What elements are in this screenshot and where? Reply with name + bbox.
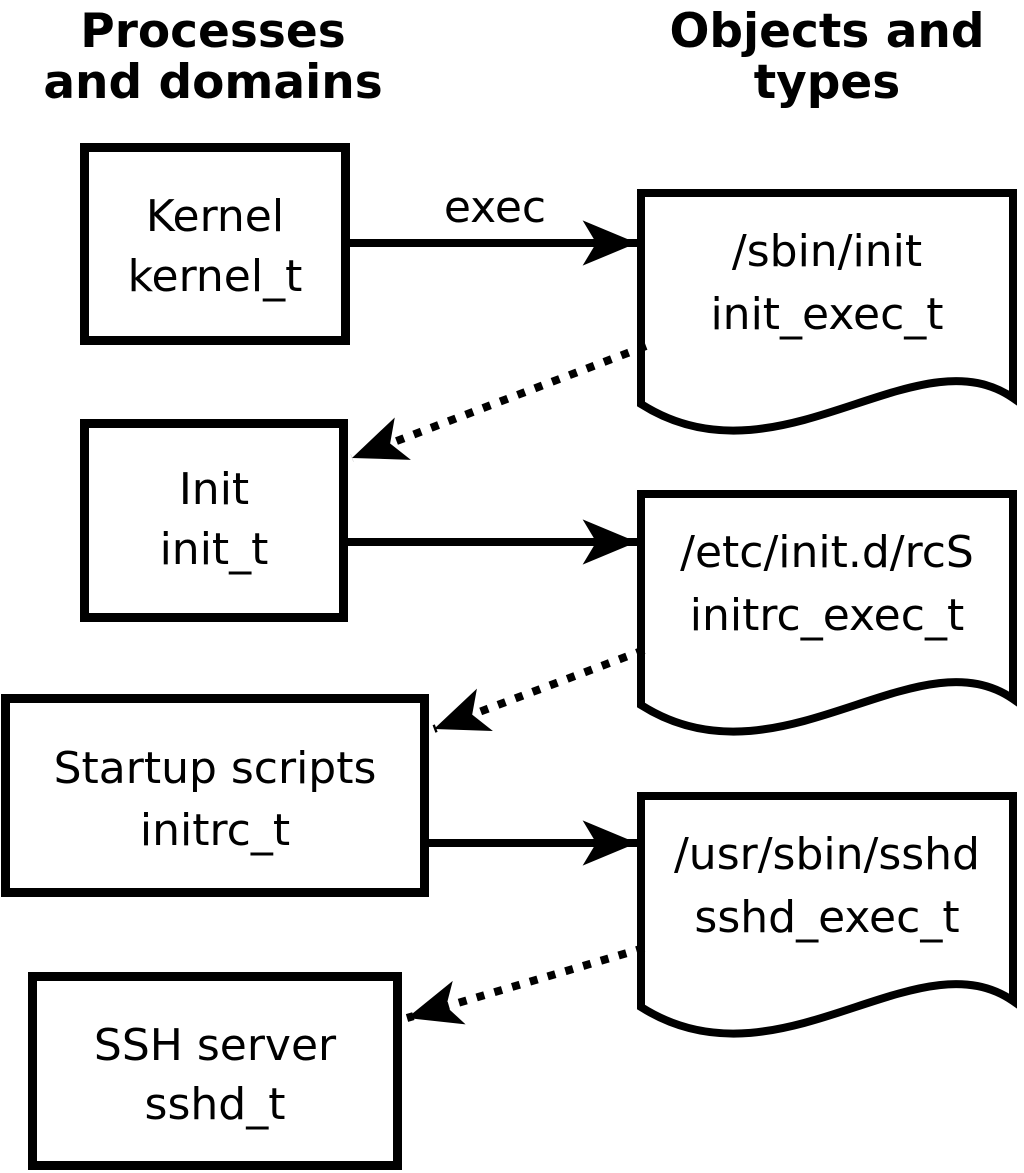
left-header-line2: and domains <box>43 55 382 110</box>
object-type: initrc_exec_t <box>690 590 964 641</box>
process-box-kernel: Kernel kernel_t <box>80 143 350 345</box>
process-label: Startup scripts <box>54 743 377 794</box>
arrow-label-exec: exec <box>444 182 546 233</box>
object-path: /etc/init.d/rcS <box>680 527 974 578</box>
object-path: /sbin/init <box>732 226 922 277</box>
document-shape <box>637 189 1017 435</box>
right-header-line1: Objects and <box>669 4 984 59</box>
left-header-line1: Processes <box>80 4 345 59</box>
process-box-shape <box>80 419 348 622</box>
object-path: /usr/sbin/sshd <box>674 829 980 880</box>
process-domain: initrc_t <box>140 805 290 856</box>
object-doc-sbin-init: /sbin/init init_exec_t <box>637 189 1017 435</box>
process-domain: kernel_t <box>128 251 303 302</box>
process-domain: sshd_t <box>145 1079 286 1130</box>
column-header-objects: Objects and types <box>669 4 984 110</box>
object-type: sshd_exec_t <box>694 892 959 943</box>
process-box-startup-scripts: Startup scripts initrc_t <box>1 694 429 897</box>
process-box-shape <box>80 143 350 345</box>
process-box-shape <box>1 694 429 897</box>
document-shape <box>637 490 1017 736</box>
arrow-transition-rcs-to-initrc <box>432 646 646 733</box>
arrow-transition-sbin-init-to-init <box>350 342 648 462</box>
dotted-arrow <box>350 342 648 462</box>
object-doc-usr-sbin-sshd: /usr/sbin/sshd sshd_exec_t <box>637 792 1017 1038</box>
process-box-ssh-server: SSH server sshd_t <box>28 972 402 1170</box>
process-label: Init <box>179 464 249 515</box>
process-box-init: Init init_t <box>80 419 348 622</box>
process-box-shape <box>28 972 402 1170</box>
document-shape <box>637 792 1017 1038</box>
arrow-exec-kernel-to-sbin-init: exec <box>350 182 637 266</box>
dotted-arrow <box>432 646 646 733</box>
process-label: SSH server <box>94 1020 337 1071</box>
arrow-transition-sshd-exec-to-sshd <box>405 944 646 1025</box>
dotted-arrow <box>405 944 646 1025</box>
object-type: init_exec_t <box>710 289 943 340</box>
process-domain: init_t <box>160 524 269 575</box>
column-header-processes: Processes and domains <box>43 4 382 110</box>
object-doc-etc-initd-rcs: /etc/init.d/rcS initrc_exec_t <box>637 490 1017 736</box>
right-header-line2: types <box>754 55 901 110</box>
process-label: Kernel <box>146 191 284 242</box>
